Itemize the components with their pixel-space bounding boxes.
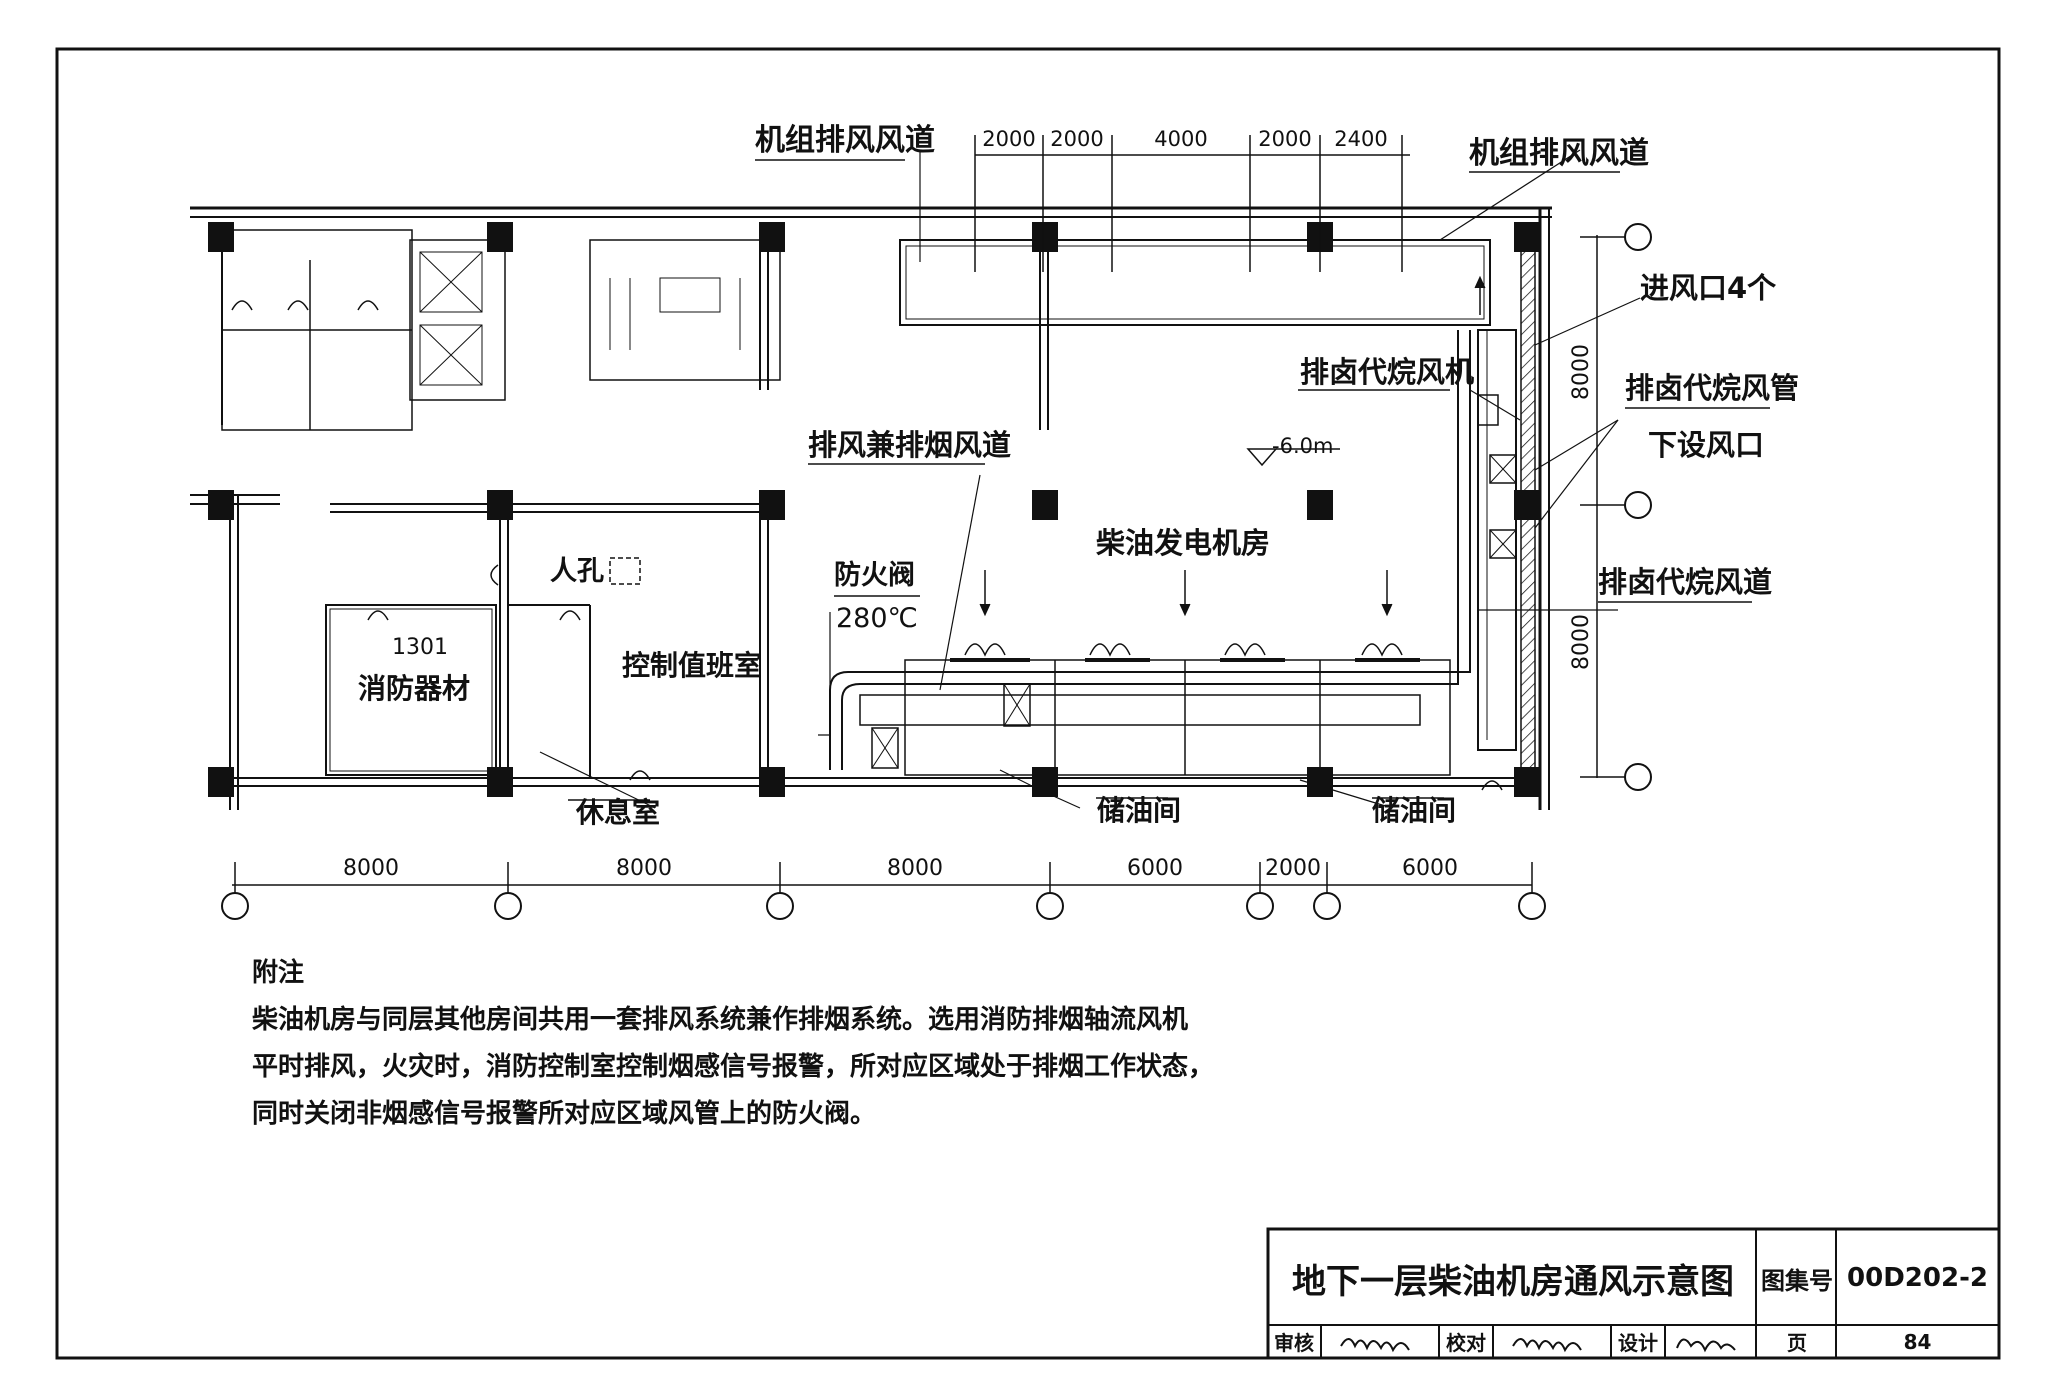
check-label: 校对: [1440, 1325, 1494, 1358]
bottom-dimension-texts: 8000 8000 8000 6000 2000 6000: [343, 856, 1458, 881]
floor-plan: [190, 149, 1641, 810]
signature-row: 审核 校对 设计: [1268, 1325, 1756, 1358]
label-generator-room: 柴油发电机房: [1096, 526, 1270, 560]
structural-column: [1032, 767, 1058, 797]
label-air-inlet: 进风口4个: [1640, 271, 1777, 305]
design-signature: [1666, 1325, 1756, 1358]
dimension-lines: [232, 135, 1625, 893]
page-number: 84: [1903, 1329, 1932, 1354]
structural-column: [1514, 222, 1540, 252]
atlas-number: 00D202-2: [1847, 1263, 1988, 1293]
notes-title: 附注: [252, 958, 305, 988]
label-fire-damper: 防火阀: [834, 560, 915, 591]
dim-bottom: 8000: [616, 856, 672, 881]
structural-column: [208, 767, 234, 797]
structural-columns: [208, 222, 1540, 797]
structural-column: [1032, 490, 1058, 520]
review-label: 审核: [1268, 1325, 1322, 1358]
structural-column: [759, 222, 785, 252]
dim-top: 2000: [1050, 127, 1103, 151]
axis-bubble: [1036, 892, 1064, 920]
dim-right: 8000: [1569, 614, 1594, 670]
notes-block: 附注 柴油机房与同层其他房间共用一套排风系统兼作排烟系统。选用消防排烟轴流风机 …: [252, 950, 1232, 1138]
dim-bottom: 2000: [1265, 856, 1321, 881]
structural-column: [759, 490, 785, 520]
label-unit-exhaust-duct-right: 机组排风风道: [1469, 136, 1649, 171]
structural-column: [487, 767, 513, 797]
dim-top: 4000: [1154, 127, 1207, 151]
label-damper-temp: 280℃: [836, 603, 918, 634]
label-level: -6.0m: [1272, 434, 1333, 458]
check-signature: [1494, 1325, 1612, 1358]
structural-column: [208, 490, 234, 520]
label-oil-storage-1: 储油间: [1097, 794, 1181, 827]
dim-top: 2400: [1334, 127, 1387, 151]
handwritten-signature: [1676, 1338, 1736, 1352]
label-rest-room: 休息室: [575, 796, 660, 829]
structural-column: [1514, 490, 1540, 520]
axis-bubble: [1624, 763, 1652, 791]
axis-bubble: [221, 892, 249, 920]
structural-column: [1514, 767, 1540, 797]
structural-column: [1307, 767, 1333, 797]
drawing-title: 地下一层柴油机房通风示意图: [1292, 1261, 1734, 1302]
dim-top: 2000: [982, 127, 1035, 151]
page-label: 页: [1787, 1331, 1807, 1355]
label-unit-exhaust-duct-left: 机组排风风道: [755, 123, 935, 158]
axis-bubble: [1518, 892, 1546, 920]
label-manhole: 人孔: [550, 556, 604, 587]
label-exhaust-smoke-duct: 排风兼排烟风道: [808, 428, 1011, 462]
axis-bubble: [1313, 892, 1341, 920]
title-block-frame: [1266, 1227, 2001, 1360]
handwritten-signature: [1512, 1337, 1582, 1352]
structural-column: [487, 490, 513, 520]
label-halide-fan: 排卤代烷风机: [1300, 355, 1474, 389]
dim-bottom: 8000: [887, 856, 943, 881]
axis-bubble: [1246, 892, 1274, 920]
label-control-room: 控制值班室: [622, 649, 762, 682]
dim-bottom: 8000: [343, 856, 399, 881]
top-dimension-texts: 2000 2000 4000 2000 2400: [982, 127, 1387, 151]
design-label: 设计: [1612, 1325, 1666, 1358]
structural-column: [759, 767, 785, 797]
atlas-label: 图集号: [1761, 1266, 1833, 1295]
sheet-border: [55, 47, 2001, 1360]
label-code-1301: 1301: [392, 635, 448, 660]
dim-top: 2000: [1258, 127, 1311, 151]
dim-bottom: 6000: [1402, 856, 1458, 881]
axis-bubble: [494, 892, 522, 920]
right-dimension-texts: 8000 8000: [1569, 344, 1594, 670]
structural-column: [1032, 222, 1058, 252]
notes-line: 柴油机房与同层其他房间共用一套排风系统兼作排烟系统。选用消防排烟轴流风机: [252, 1005, 1189, 1035]
structural-column: [1307, 490, 1333, 520]
notes-line: 平时排风，火灾时，消防控制室控制烟感信号报警，所对应区域处于排烟工作状态，: [252, 1052, 1215, 1082]
handwritten-signature: [1340, 1337, 1410, 1352]
label-halide-pipe: 排卤代烷风管: [1625, 371, 1799, 405]
dim-right: 8000: [1569, 344, 1594, 400]
label-lower-outlet: 下设风口: [1648, 428, 1764, 462]
axis-bubble: [766, 892, 794, 920]
plan-labels: 机组排风风道 机组排风风道 进风口4个 排卤代烷风机 排卤代烷风管 下设风口 排…: [358, 123, 1799, 829]
structural-column: [208, 222, 234, 252]
label-oil-storage-2: 储油间: [1372, 794, 1456, 827]
axis-bubble: [1624, 223, 1652, 251]
label-fire-equipment: 消防器材: [358, 672, 470, 705]
structural-column: [487, 222, 513, 252]
review-signature: [1322, 1325, 1440, 1358]
label-halide-duct: 排卤代烷风道: [1598, 565, 1772, 599]
dim-bottom: 6000: [1127, 856, 1183, 881]
notes-line: 同时关闭非烟感信号报警所对应区域风管上的防火阀。: [252, 1099, 877, 1129]
axis-bubble: [1624, 491, 1652, 519]
